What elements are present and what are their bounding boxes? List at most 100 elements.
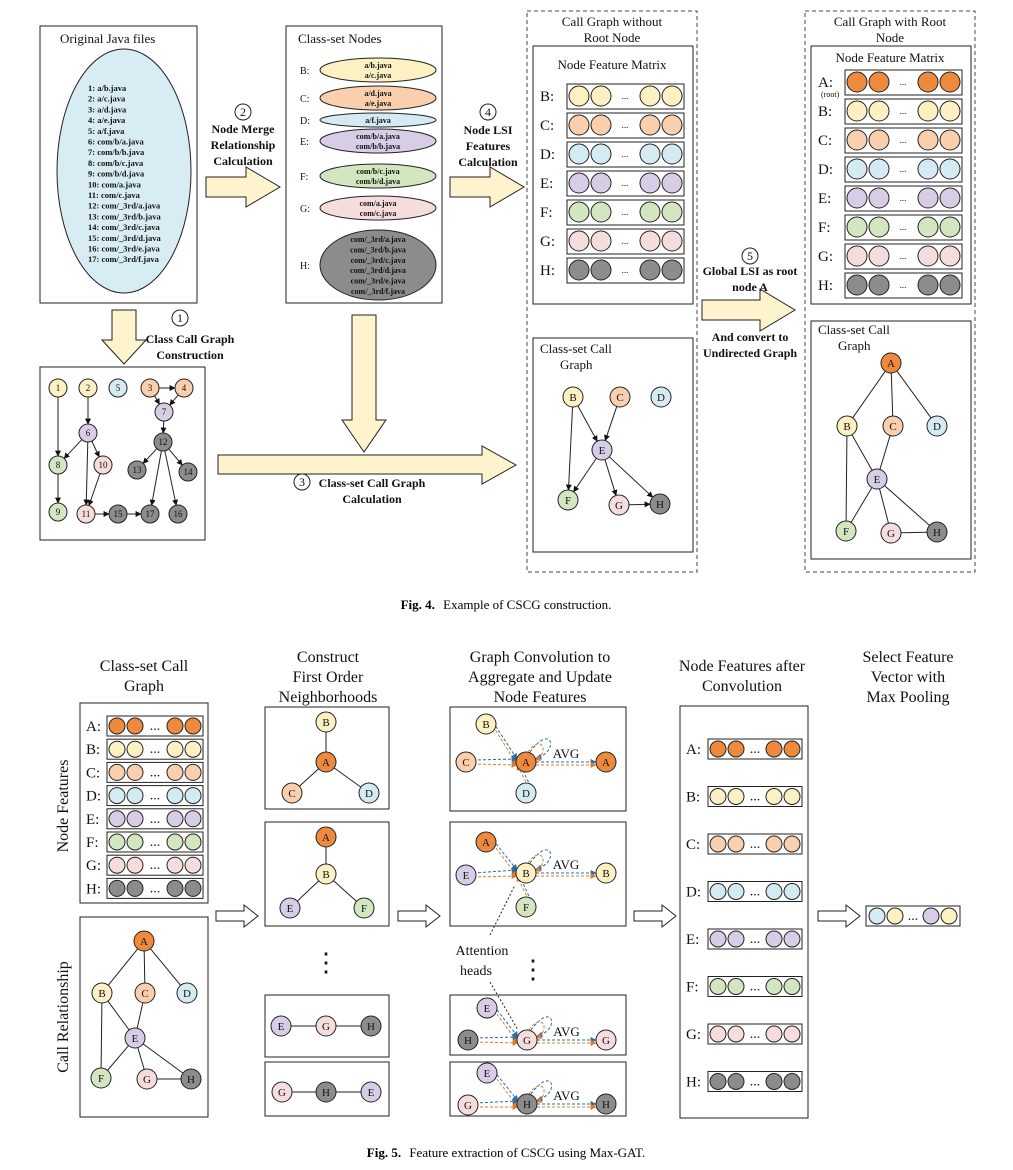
svg-text:com/_3rd/c.java: com/_3rd/c.java [351,256,406,265]
java-file-item: 14: com/_3rd/c.java [88,222,161,232]
cscg-edge-AC [299,768,319,787]
svg-text:H: H [523,1099,531,1111]
call-edge [154,395,160,405]
max-pooled-vector: ... [865,905,961,927]
conv-feature-row-d: ... [707,881,803,902]
svg-text:H:: H: [540,263,555,279]
call-node-14: 14 [178,462,198,482]
cscg-node-e: E [360,1081,382,1103]
svg-text:H:: H: [300,261,310,272]
svg-text:Calculation: Calculation [342,492,402,506]
classset-node-d: D:a/f.java [300,112,437,128]
call-edge [169,394,179,406]
svg-text:Undirected Graph: Undirected Graph [703,346,797,360]
fig5-node-features: A:...B:...C:...D:...E:...F:...G:...H:... [86,715,204,899]
conv-row-label: G: [686,1027,701,1043]
fig5-column-titles: Class-set Call Graph Construct First Ord… [100,649,954,706]
conv-row-label: D: [686,885,701,901]
cscg-edge-BF [333,880,357,902]
svg-text:H:: H: [818,278,833,294]
svg-text:C:: C: [818,133,832,149]
conv-out-g: G [595,1029,617,1051]
matrix-row-g: G:... [540,228,685,255]
svg-text:...: ... [622,178,629,188]
cscg-node-b: B [515,862,537,884]
svg-text:Relationship: Relationship [211,138,276,152]
cscg-node-h: H [457,1029,479,1051]
call-edge [91,440,100,458]
cscg-edge-EG [604,459,618,497]
svg-text:...: ... [900,280,907,290]
call-node-1: 1 [48,378,68,398]
cscg-node-a: A [475,831,497,853]
cscg-edge-BF [845,435,848,522]
svg-text:Attention: Attention [456,944,509,959]
cscg-node-b: B [475,713,497,735]
svg-text:...: ... [900,222,907,232]
java-file-item: 2: a/c.java [88,94,126,104]
svg-text:14: 14 [184,467,194,477]
call-node-3: 3 [140,378,160,398]
cscg-node-h: H [516,1093,538,1115]
svg-text:...: ... [150,765,161,780]
java-file-item: 15: com/_3rd/d.java [88,233,161,243]
svg-text:A: A [322,757,330,769]
svg-text:a/b.java: a/b.java [364,61,391,70]
svg-text:7: 7 [162,407,167,417]
svg-text:E:: E: [300,137,309,148]
java-file-item: 5: a/f.java [88,126,125,136]
f5-row-label: D: [86,789,101,805]
cscg-node-d: D [926,415,948,437]
java-file-item: 13: com/_3rd/b.java [88,211,161,221]
svg-text:E: E [278,1021,285,1033]
call-edge [63,439,83,459]
cscg-edge-AB [852,370,886,419]
svg-text:B:: B: [818,104,832,120]
f5-feature-row-e: ... [106,808,204,830]
classset-node-list: B:a/b.javaa/c.javaC:a/d.javaa/e.javaD:a/… [300,57,437,301]
cscg-node-f: F [515,896,537,918]
cscg-node-g: G [315,1015,337,1037]
cscg-edge-BE [107,1000,130,1031]
svg-text:G:: G: [818,249,833,265]
svg-text:F: F [98,1073,104,1085]
svg-text:...: ... [150,719,161,734]
svg-text:B: B [522,868,529,880]
svg-text:Calculation: Calculation [458,155,518,169]
svg-text:com/_3rd/d.java: com/_3rd/d.java [350,266,406,275]
svg-text:C: C [141,988,148,1000]
svg-text:G: G [887,528,895,540]
call-node-11: 11 [76,504,96,524]
svg-text:...: ... [150,881,161,896]
svg-text:com/_3rd/a.java: com/_3rd/a.java [350,235,405,244]
conv-node-features: A:...B:...C:...D:...E:...F:...G:...H:... [686,738,803,1092]
f5-row-label: G: [86,858,101,874]
svg-text:13: 13 [133,465,143,475]
svg-text:A: A [887,358,895,370]
cscg-node-e: E [279,897,301,919]
svg-text:H: H [933,527,941,539]
no-root-cscg-title-2: Graph [560,357,593,372]
cscg-edge-EF [850,487,873,523]
cscg-node-d: D [358,782,380,804]
call-node-7: 7 [154,402,174,422]
cscg-edge-EH [608,456,654,498]
call-node-12: 12 [153,432,173,452]
svg-text:C: C [462,757,469,769]
step5-arrow [701,288,796,332]
svg-text:Features: Features [466,139,511,153]
cscg-edge-EH [884,485,930,526]
svg-text:F:: F: [540,205,553,221]
conv-feature-row-h: ... [707,1071,803,1092]
svg-text:E:: E: [540,176,553,192]
svg-text:...: ... [622,149,629,159]
no-root-cscg-title-1: Class-set Call [540,341,612,356]
svg-text:B: B [322,717,329,729]
java-file-item: 16: com/_3rd/e.java [88,244,161,254]
svg-text:5: 5 [116,383,121,393]
